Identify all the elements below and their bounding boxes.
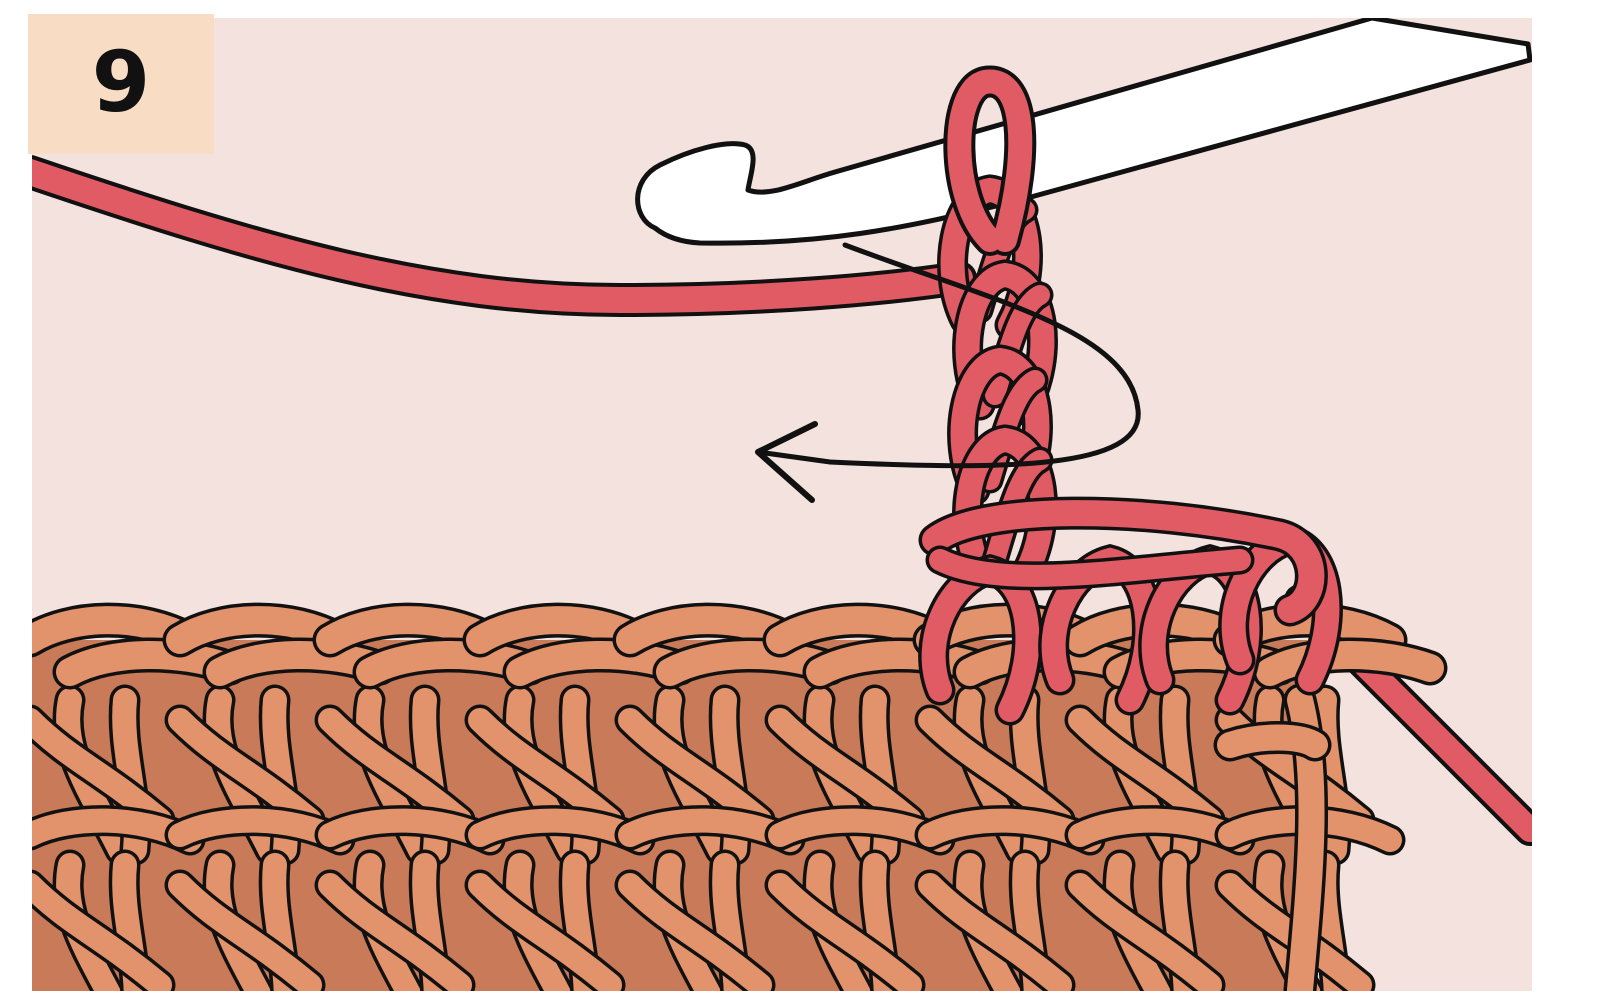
- crocheted-fabric: [30, 620, 1430, 991]
- step-badge: 9: [28, 14, 214, 154]
- step-number: 9: [28, 32, 214, 132]
